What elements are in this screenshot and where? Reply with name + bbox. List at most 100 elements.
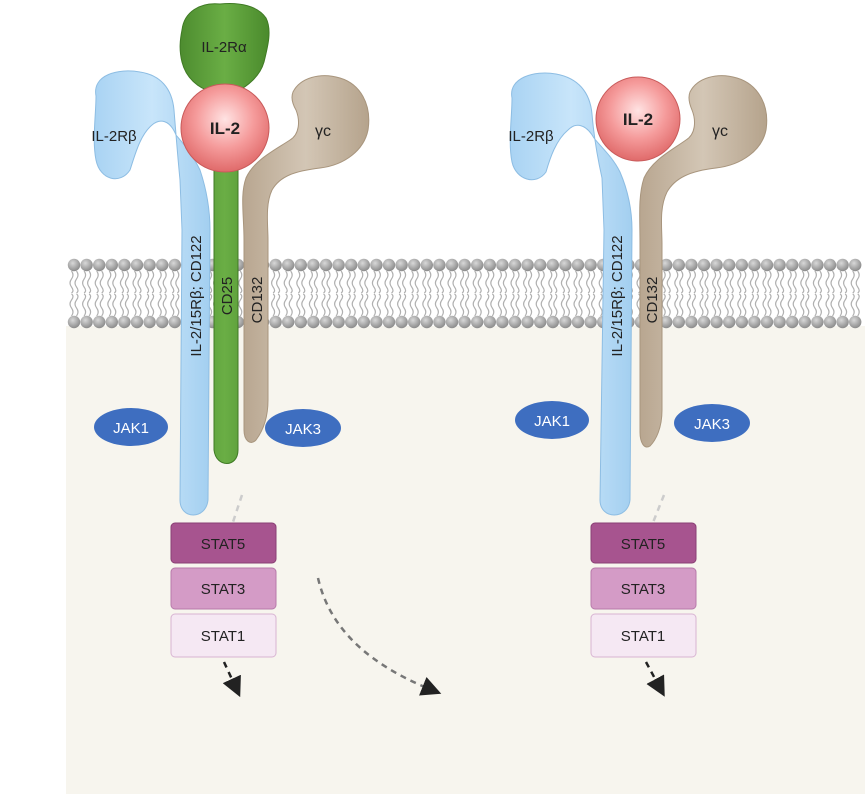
lipid-tail [800,293,805,317]
jak1-right [515,401,589,439]
lipid-tail [817,293,822,317]
lipid-tail [132,293,137,317]
lipid-head [546,315,559,329]
lipid-head [395,315,408,329]
lipid-head [307,258,320,272]
lipid-head [685,258,698,272]
lipid-head [345,315,358,329]
lipid-tail [749,293,754,317]
lipid-tail [376,293,381,317]
lipid-head [823,258,837,272]
lipid-tail [679,270,684,294]
lipid-tail [497,270,502,294]
lipid-tail [334,293,339,317]
lipid-head [420,315,433,329]
lipid-tail [472,270,477,294]
lipid-head [685,315,698,329]
lipid-tail [729,270,734,294]
lipid-head [760,315,774,329]
lipid-head [282,258,295,272]
right-receptor-complex: IL-2 IL-2Rβ γc IL-2/15Rβ; CD122 CD132 JA… [508,72,768,658]
lipid-head [458,315,471,329]
lipid-tail [124,293,129,317]
jak3-left [265,409,341,447]
lipid-tail [805,270,810,294]
lipid-head [483,315,496,329]
lipid-tail [326,293,331,317]
stat1-box-right [590,613,697,658]
lipid-tail [384,293,389,317]
lipid-tail [812,270,817,294]
lipid-head [697,315,711,329]
cd132-label-left: CD132 [249,277,266,324]
lipid-tail [371,270,376,294]
lipid-tail [170,293,175,317]
lipid-tail [578,270,583,294]
lipid-tail [485,270,490,294]
lipid-head [80,258,93,272]
lipid-head [798,258,811,272]
lipid-head [521,315,534,329]
lipid-tail [724,293,729,317]
lipid-tail [780,270,785,294]
lipid-tail [364,270,369,294]
lipid-head [269,258,282,272]
stat3-box-right [590,567,697,610]
lipid-tail [119,293,124,317]
lipid-tail [351,270,356,294]
lipid-head [508,315,522,329]
lipid-tail [565,270,570,294]
lipid-tail [313,270,318,294]
lipid-head [849,315,862,329]
lipid-tail [301,293,306,317]
lipid-head [282,315,295,329]
lipid-tail [674,270,679,294]
lipid-tail [119,270,124,294]
lipid-tail [548,293,553,317]
lipid-tail [749,270,754,294]
lipid-tail [691,270,696,294]
lipid-head [559,258,572,272]
lipid-tail [540,270,545,294]
lipid-head [168,315,181,329]
lipid-tail [490,293,495,317]
lipid-tail [704,270,709,294]
lipid-head [118,258,131,272]
lipid-tail [490,270,495,294]
lipid-tail [74,270,79,294]
lipid-head [672,258,685,272]
lipid-tail [754,293,759,317]
lipid-head [546,258,559,272]
lipid-tail [699,270,704,294]
lipid-tail [712,293,717,317]
lipid-head [471,315,484,329]
lipid-head [357,258,370,272]
jak1-left [94,408,168,446]
lipid-head [143,258,156,272]
lipid-tail [591,270,596,294]
lipid-tail [586,270,591,294]
lipid-tail [170,270,175,294]
lipid-tail [666,270,671,294]
lipid-head [697,258,711,272]
lipid-tail [132,270,137,294]
lipid-head [93,315,106,329]
lipid-head [811,258,824,272]
lipid-tail [427,270,432,294]
lipid-head [735,315,748,329]
lipid-head [307,315,320,329]
lipid-tail [376,270,381,294]
lipid-tail [452,270,457,294]
lipid-tail [150,293,155,317]
il2-ligand-right [595,76,681,162]
stat3-box-left [170,567,277,610]
lipid-head [382,315,396,329]
lipid-tail [704,293,709,317]
lipid-head [798,315,811,329]
lipid-head [143,315,156,329]
lipid-tail [540,293,545,317]
lipid-tail [762,293,767,317]
lipid-head [408,315,421,329]
lipid-tail [346,293,351,317]
cd132-label-right: CD132 [644,277,661,324]
